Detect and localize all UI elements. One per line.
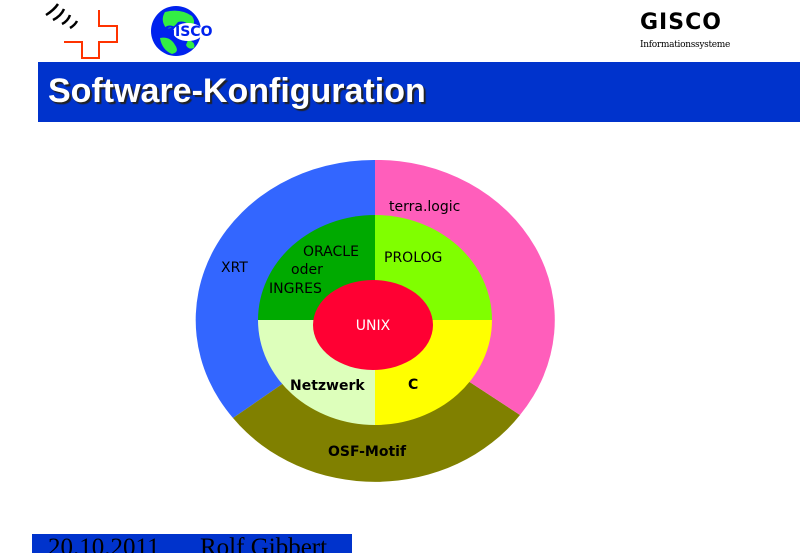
segment-unix: [313, 280, 433, 370]
label-unix: UNIX: [356, 318, 391, 334]
title-bar: Software-Konfiguration: [38, 62, 800, 122]
label-oder: oder: [291, 262, 323, 278]
svg-text:GISCO: GISCO: [164, 24, 213, 40]
label-prolog: PROLOG: [384, 250, 442, 266]
footer-bar: 20.10.2011 Rolf Gibbert: [32, 534, 352, 553]
footer-author: Rolf Gibbert: [200, 534, 328, 553]
label-ingres: INGRES: [269, 281, 322, 297]
label-oracle: ORACLE: [303, 244, 359, 260]
label-osf-motif: OSF-Motif: [328, 444, 407, 460]
label-netzwerk: Netzwerk: [290, 378, 365, 394]
page-title: Software-Konfiguration: [48, 72, 426, 110]
logos: GISCO: [45, 3, 213, 59]
label-terra-logic: terra.logic: [389, 199, 460, 215]
label-xrt: XRT: [221, 260, 248, 276]
swiss-cross-icon: [64, 10, 118, 59]
label-c: C: [408, 377, 418, 393]
brand-subtitle: Informationssysteme: [640, 40, 731, 50]
footer-date: 20.10.2011: [48, 534, 160, 553]
gisco-globe-logo: GISCO: [151, 6, 213, 56]
signal-waves-icon: [45, 3, 79, 30]
brand-name: GISCO: [640, 10, 722, 35]
